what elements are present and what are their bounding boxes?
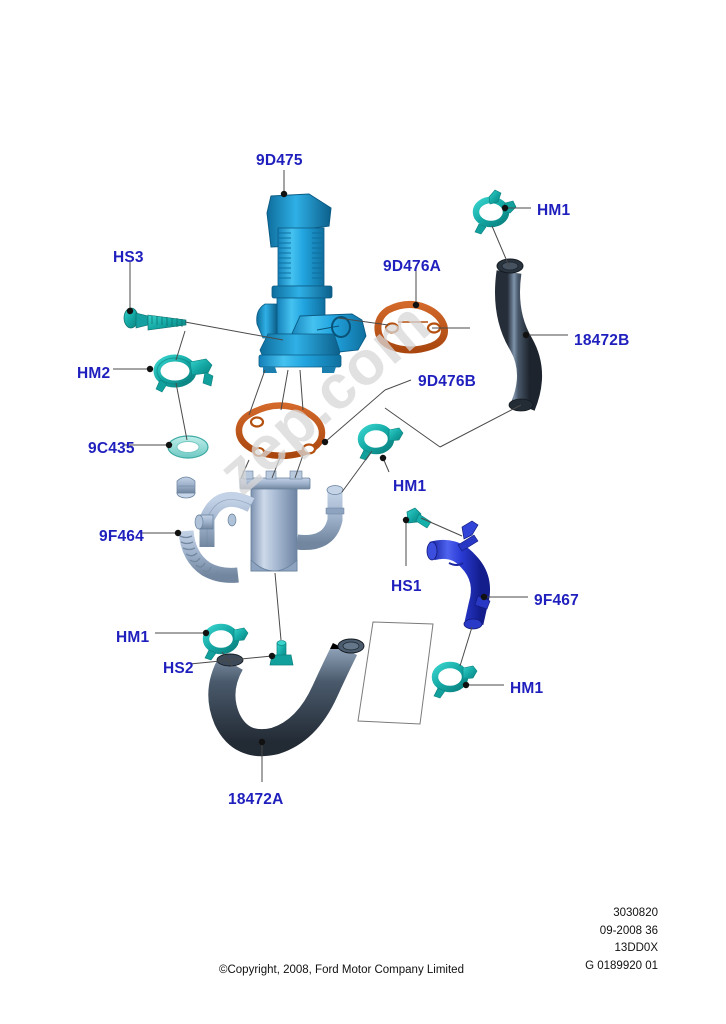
part-hose-18472a [208, 638, 365, 757]
callout-label-hs3: HS3 [113, 249, 144, 266]
document-code-graphic-id: G 0189920 01 [585, 959, 658, 972]
part-clamp-hm1-a [472, 189, 517, 235]
callout-label-18472b: 18472B [574, 332, 630, 349]
leader-dots [126, 190, 530, 746]
part-bolt-hs2 [269, 640, 294, 666]
part-clamp-hm1-b [357, 423, 404, 461]
part-clamp-hm1-c [202, 623, 249, 661]
part-seal-9c435 [167, 435, 209, 459]
document-code-section: 13DD0X [614, 942, 658, 954]
callout-label-9c435: 9C435 [88, 440, 135, 457]
document-code-drawing-number: 3030820 [613, 907, 658, 919]
callout-label-18472a: 18472A [228, 791, 284, 808]
callout-label-9d475: 9D475 [256, 152, 303, 169]
part-gasket-9d476b [235, 402, 326, 460]
part-gasket-9d476a [374, 301, 448, 354]
callout-label-hm1-a: HM1 [537, 202, 571, 219]
callout-label-hs1: HS1 [391, 578, 422, 595]
part-bolt-hs3 [123, 307, 187, 331]
document-codes: 3030820 09-2008 36 13DD0X G 0189920 01 [585, 905, 658, 975]
callout-label-9f464: 9F464 [99, 528, 144, 545]
leader-lines [113, 170, 568, 782]
callout-label-hm2: HM2 [77, 365, 111, 382]
part-clamp-hm2 [153, 354, 214, 393]
callout-label-hm1-d: HM1 [510, 680, 544, 697]
callout-label-9f467: 9F467 [534, 592, 579, 609]
document-code-date-revision: 09-2008 36 [599, 924, 658, 937]
callout-label-hm1-c: HM1 [116, 629, 150, 646]
part-hose-18472b [495, 258, 543, 412]
callout-label-hs2: HS2 [163, 660, 194, 677]
part-egr-valve [256, 193, 367, 373]
callout-label-hm1-b: HM1 [393, 478, 427, 495]
phantom-outline [357, 621, 434, 725]
copyright-notice: ©Copyright, 2008, Ford Motor Company Lim… [219, 964, 464, 976]
callout-label-9d476b: 9D476B [418, 373, 477, 390]
part-clamp-hm1-d [431, 661, 478, 699]
part-stud-hs1 [406, 507, 432, 529]
part-egr-cooler-9f464 [176, 470, 345, 583]
callout-label-9d476a: 9D476A [383, 258, 442, 275]
part-coolant-tube-9f467 [426, 520, 491, 630]
